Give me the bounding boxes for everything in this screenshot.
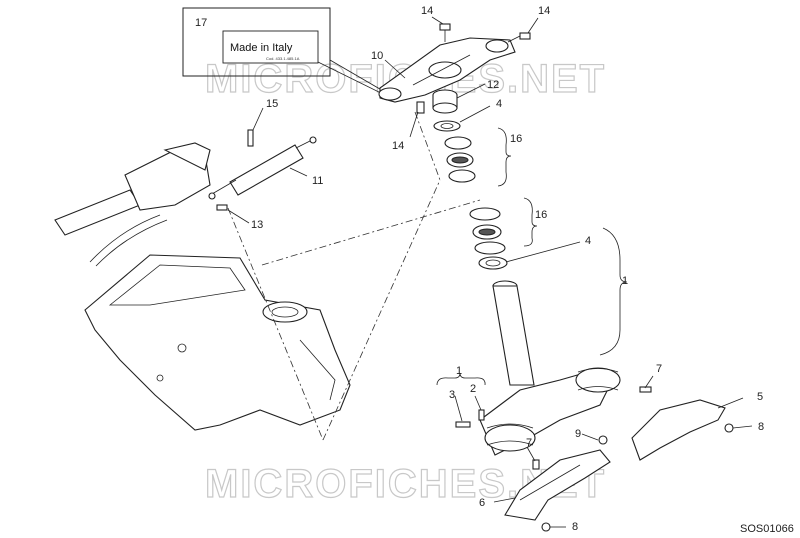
callout-5: 5	[757, 391, 763, 403]
damper-bolt-bottom	[216, 204, 228, 211]
label-main-text: Made in Italy	[230, 42, 293, 54]
bolt-top	[439, 23, 451, 42]
callout-6: 6	[479, 497, 485, 509]
screw-cap-right	[724, 423, 734, 433]
callout-16-top: 16	[510, 133, 522, 145]
callout-8-right: 8	[758, 421, 764, 433]
callout-2: 2	[470, 383, 476, 395]
callout-4-mid: 4	[585, 235, 591, 247]
alignment-lines	[227, 111, 481, 441]
callout-4-top: 4	[496, 98, 502, 110]
screw-mid	[532, 459, 540, 470]
steering-damper	[208, 136, 317, 200]
callout-10: 10	[371, 50, 383, 62]
screw-cap-bottom	[541, 522, 551, 532]
dust-seal-upper	[433, 120, 461, 132]
callout-13: 13	[251, 219, 263, 231]
steering-nut	[432, 89, 458, 114]
callout-14-left: 14	[392, 140, 404, 152]
small-pin	[478, 409, 485, 421]
callout-8-bottom: 8	[572, 521, 578, 533]
callout-12: 12	[487, 79, 499, 91]
bolt-right	[507, 32, 531, 43]
handlebar-assembly	[54, 142, 211, 267]
callout-16-mid: 16	[535, 209, 547, 221]
callout-numbers: 17 14 14 10 12 4 16 14 15 11 13 16 4 1 7…	[195, 5, 764, 533]
callout-1-right: 1	[622, 275, 628, 287]
group-brackets	[436, 127, 628, 386]
grommet	[598, 435, 608, 445]
damper-bolt-top	[247, 129, 254, 147]
lower-triple-clamp-with-stem	[479, 280, 621, 456]
small-screw	[455, 421, 471, 428]
frame	[84, 254, 351, 431]
callout-14-top: 14	[421, 5, 433, 17]
made-in-italy-label-box: Made in Italy Cod. 433.1.485.1A	[182, 7, 386, 96]
callout-11: 11	[312, 175, 323, 187]
callout-1-left: 1	[456, 365, 462, 377]
lower-bearing-set	[469, 207, 506, 255]
label-sub-text: Cod. 433.1.485.1A	[266, 56, 300, 61]
callout-9: 9	[575, 428, 581, 440]
dust-seal-lower	[478, 256, 508, 270]
callout-7-mid: 7	[526, 437, 532, 449]
callout-3: 3	[449, 389, 455, 401]
drawing-code: SOS01066	[740, 523, 794, 535]
callout-17: 17	[195, 17, 207, 29]
stem-cover	[631, 399, 726, 461]
callout-14-right: 14	[538, 5, 550, 17]
callout-7-right: 7	[656, 363, 662, 375]
leader-lines	[227, 16, 753, 528]
upper-bearing-set	[444, 136, 476, 183]
callout-15: 15	[266, 98, 278, 110]
upper-triple-clamp	[378, 37, 516, 103]
lower-bracket	[504, 449, 611, 521]
bolt-left	[416, 101, 425, 114]
